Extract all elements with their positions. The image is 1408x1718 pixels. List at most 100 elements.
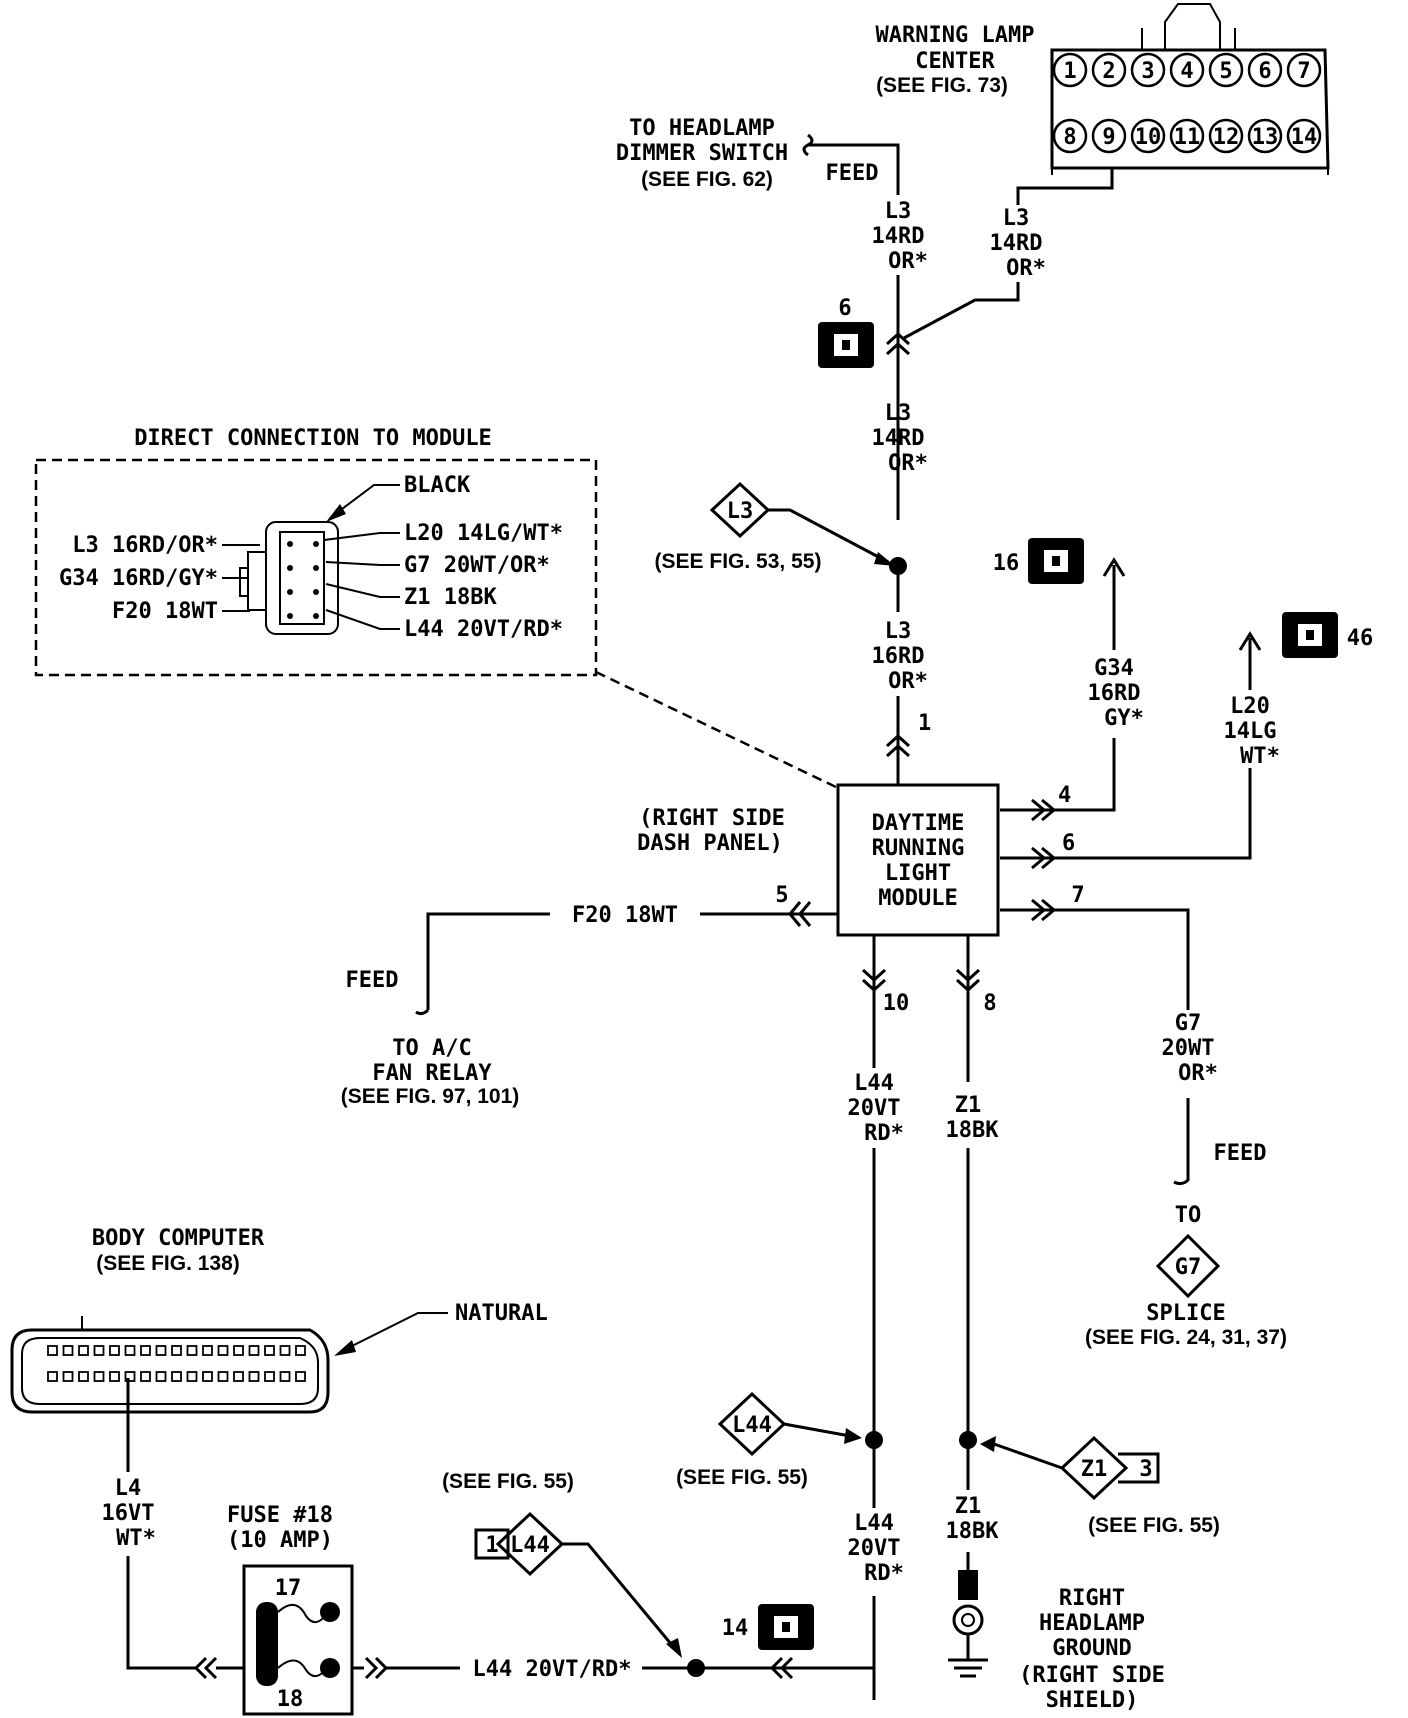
wire-l4: L4 16VT WT* bbox=[102, 1378, 244, 1680]
lamp-pin: 12 bbox=[1208, 118, 1244, 154]
lamp-pin: 14 bbox=[1286, 118, 1322, 154]
connector-46: 46 bbox=[1282, 612, 1373, 658]
splice-label: SPLICE bbox=[1146, 1301, 1225, 1326]
svg-text:7: 7 bbox=[1297, 59, 1310, 84]
svg-text:Z1 18BK: Z1 18BK bbox=[404, 585, 497, 610]
lamp-pin: 10 bbox=[1130, 118, 1166, 154]
module-label: RUNNING bbox=[872, 836, 965, 861]
dimmer-feed: FEED bbox=[826, 161, 879, 186]
warning-lamp-title-2: CENTER bbox=[915, 49, 995, 74]
direct-right-label: L20 14LG/WT* bbox=[323, 521, 563, 546]
wire-label: L3 bbox=[1003, 206, 1030, 231]
wire-label: 18BK bbox=[946, 1118, 1000, 1143]
dimmer-title: TO HEADLAMP bbox=[629, 116, 775, 141]
wire-l3-mid: L3 14RD OR* bbox=[872, 401, 928, 476]
wire-label: G34 bbox=[1094, 656, 1134, 681]
lamp-pin: 13 bbox=[1247, 118, 1283, 154]
wire-label: 14RD bbox=[872, 426, 925, 451]
splice-l44-b: (SEE FIG. 55) 1 L44 bbox=[442, 1470, 705, 1677]
wire-l3-low: L3 16RD OR* 1 bbox=[872, 575, 931, 785]
module-location: DASH PANEL) bbox=[637, 831, 783, 856]
svg-text:6: 6 bbox=[1258, 59, 1271, 84]
wire-label: L3 bbox=[885, 401, 912, 426]
wire-label: Z1 bbox=[955, 1093, 982, 1118]
wire-label: OR* bbox=[1178, 1061, 1218, 1086]
svg-text:1: 1 bbox=[1063, 59, 1076, 84]
ground-label: RIGHT HEADLAMP GROUND (RIGHT SIDE SHIELD… bbox=[1019, 1586, 1165, 1713]
svg-text:9: 9 bbox=[1102, 125, 1115, 150]
fuse-pin: 17 bbox=[275, 1576, 302, 1601]
pin-number: 8 bbox=[983, 991, 996, 1016]
splice-ref: (SEE FIG. 55) bbox=[1088, 1514, 1220, 1537]
feed-label: FEED bbox=[346, 968, 399, 993]
svg-text:G7 20WT/OR*: G7 20WT/OR* bbox=[404, 553, 550, 578]
pin-number: 6 bbox=[1062, 831, 1075, 856]
wire-label: OR* bbox=[888, 669, 928, 694]
wire-l3-top-right: L3 14RD OR* bbox=[903, 168, 1114, 340]
splice-tag: Z1 bbox=[1081, 1457, 1108, 1482]
wire-f20: F20 18WT 5 FEED TO A/C FAN RELAY (SEE FI… bbox=[341, 883, 838, 1108]
wire-destination: FAN RELAY bbox=[372, 1061, 492, 1086]
wire-label: 16RD bbox=[872, 644, 925, 669]
connector-6: 6 bbox=[818, 296, 911, 368]
module-location: (RIGHT SIDE bbox=[639, 806, 785, 831]
wire-destination: TO bbox=[1175, 1203, 1202, 1228]
splice-l3: L3 (SEE FIG. 53, 55) bbox=[655, 481, 907, 575]
splice-tag: L44 bbox=[732, 1413, 772, 1438]
connector-number: 46 bbox=[1347, 626, 1374, 651]
splice-ref: (SEE FIG. 53, 55) bbox=[655, 550, 822, 573]
wire-label: L3 bbox=[885, 199, 912, 224]
wire-label: WT* bbox=[1240, 744, 1280, 769]
splice-tag: G7 bbox=[1175, 1255, 1202, 1280]
ground-symbol bbox=[948, 1570, 988, 1678]
svg-text:11: 11 bbox=[1174, 125, 1201, 150]
wire-label: RD* bbox=[864, 1561, 904, 1586]
pin-number: 10 bbox=[883, 991, 910, 1016]
warning-lamp-ref: (SEE FIG. 73) bbox=[876, 74, 1008, 97]
wire-g34: G34 16RD GY* 4 bbox=[1000, 557, 1144, 812]
ground-label-line: (RIGHT SIDE bbox=[1019, 1663, 1165, 1688]
svg-text:F20 18WT: F20 18WT bbox=[112, 599, 218, 624]
dimmer-switch: TO HEADLAMP DIMMER SWITCH (SEE FIG. 62) … bbox=[616, 116, 900, 195]
connector-16: 16 bbox=[993, 538, 1084, 584]
direct-right-label: G7 20WT/OR* bbox=[325, 553, 550, 578]
lamp-pin: 8 bbox=[1052, 118, 1088, 154]
wire-label: GY* bbox=[1104, 706, 1144, 731]
splice-ref: (SEE FIG. 24, 31, 37) bbox=[1085, 1326, 1287, 1349]
svg-text:5: 5 bbox=[1219, 59, 1232, 84]
wire-label: 16RD bbox=[1088, 681, 1141, 706]
warning-lamp-title: WARNING LAMP bbox=[876, 23, 1035, 48]
fuse-rating: (10 AMP) bbox=[227, 1528, 333, 1553]
direct-left-label: F20 18WT bbox=[112, 599, 250, 624]
svg-text:G34 16RD/GY*: G34 16RD/GY* bbox=[59, 566, 218, 591]
fuse-pin: 18 bbox=[277, 1687, 304, 1712]
wire-label: 20WT bbox=[1162, 1036, 1215, 1061]
lamp-pin: 6 bbox=[1247, 52, 1283, 88]
module-label: LIGHT bbox=[885, 861, 951, 886]
svg-text:3: 3 bbox=[1141, 59, 1154, 84]
wire-label: WT* bbox=[116, 1526, 156, 1551]
wire-label: 16VT bbox=[102, 1501, 155, 1526]
pin-number: 1 bbox=[918, 711, 931, 736]
lamp-pin: 2 bbox=[1091, 52, 1127, 88]
wire-label: L44 20VT/RD* bbox=[473, 1657, 632, 1682]
svg-text:10: 10 bbox=[1135, 125, 1162, 150]
wire-ref: (SEE FIG. 97, 101) bbox=[341, 1085, 520, 1108]
splice-tag: L3 bbox=[727, 499, 754, 524]
connector-14: 14 bbox=[722, 1604, 814, 1650]
svg-text:L44 20VT/RD*: L44 20VT/RD* bbox=[404, 617, 563, 642]
splice-ref: (SEE FIG. 55) bbox=[442, 1470, 574, 1493]
wire-label: L3 bbox=[885, 619, 912, 644]
svg-text:13: 13 bbox=[1252, 125, 1279, 150]
splice-number: 1 bbox=[485, 1533, 498, 1558]
direct-right-label: Z1 18BK bbox=[325, 583, 497, 610]
splice-tag: L44 bbox=[510, 1533, 550, 1558]
svg-text:12: 12 bbox=[1213, 125, 1240, 150]
svg-text:2: 2 bbox=[1102, 59, 1115, 84]
wire-l44-bottom: L44 20VT/RD* bbox=[352, 1656, 874, 1682]
wire-z1-up: 8 Z1 18BK bbox=[946, 935, 1000, 1490]
svg-text:L3 16RD/OR*: L3 16RD/OR* bbox=[72, 533, 218, 558]
